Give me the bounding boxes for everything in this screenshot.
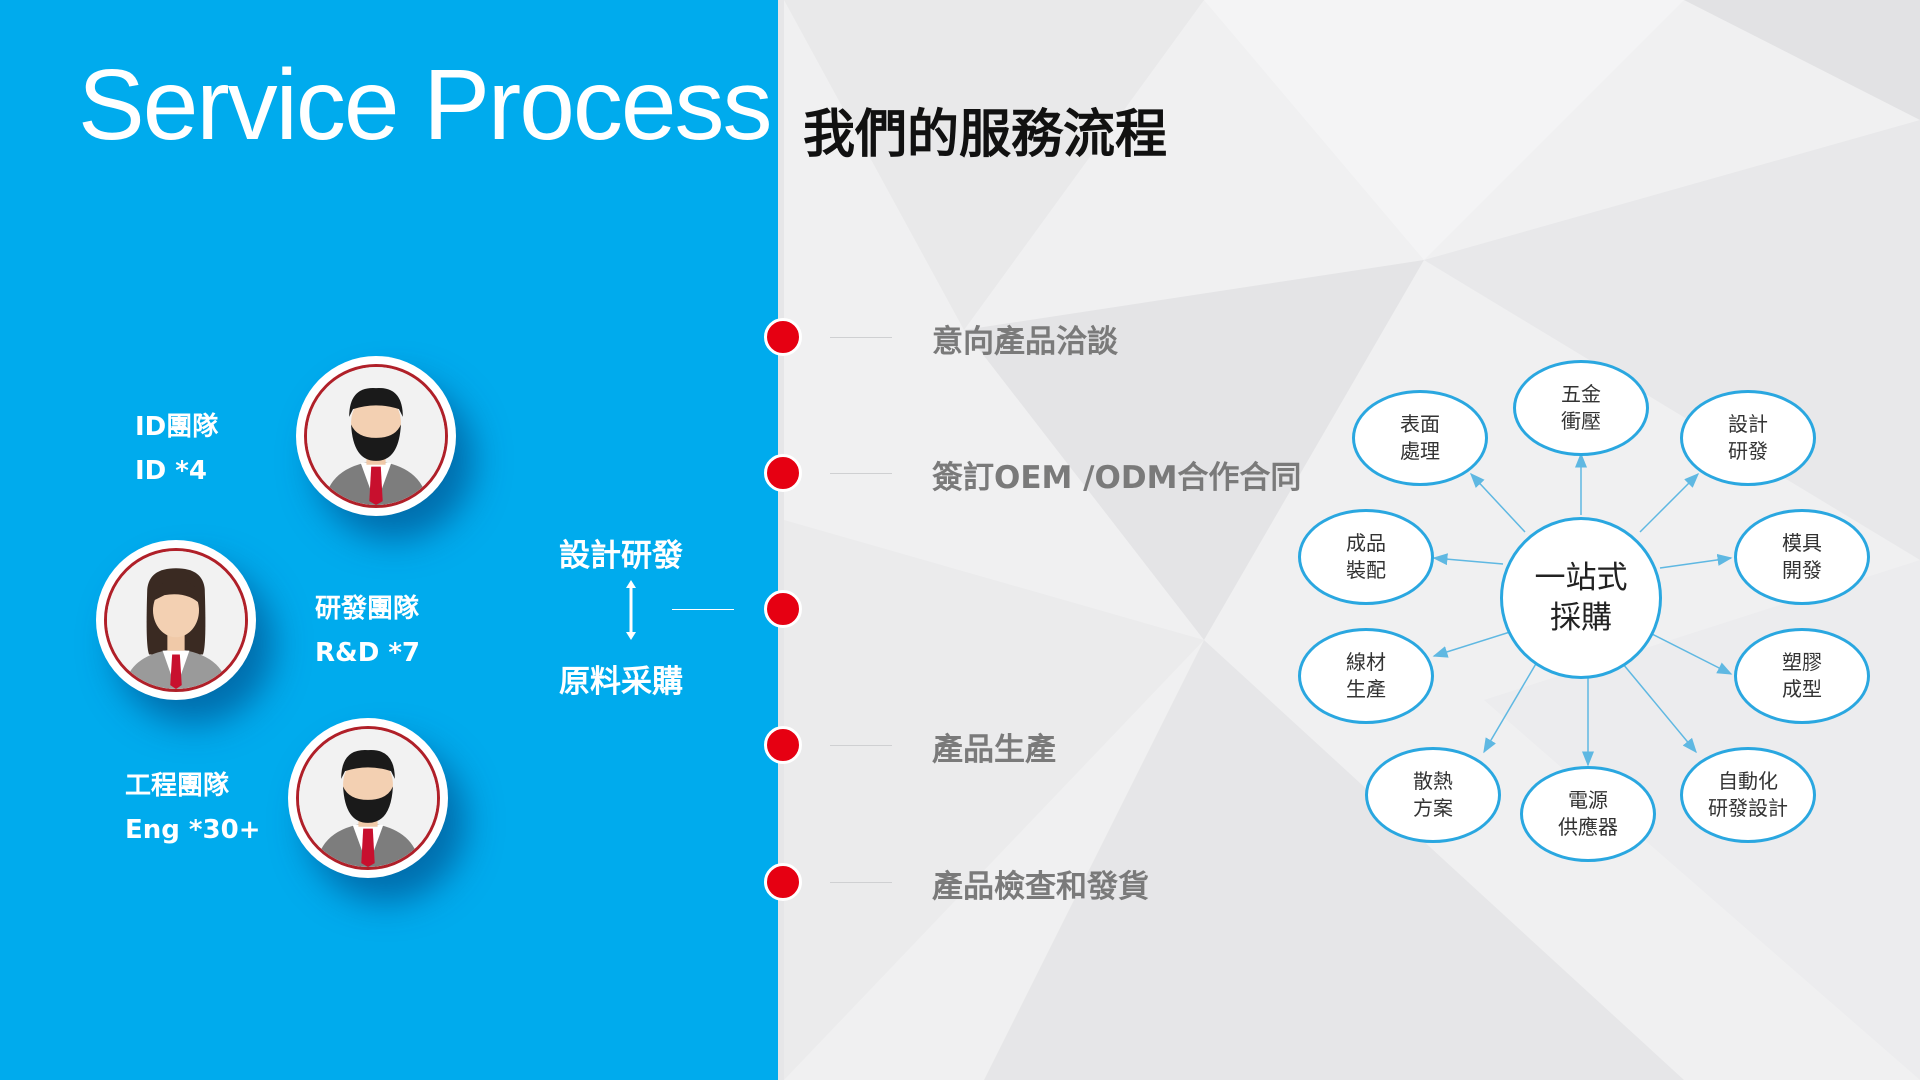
tie-icon — [369, 466, 383, 505]
node-product-assembly: 成品裝配 — [1298, 509, 1434, 605]
left-blue-panel — [0, 0, 778, 1080]
node-line2: 方案 — [1413, 796, 1453, 820]
material-purchase-label: 原料采購 — [559, 664, 683, 700]
node-mold-development: 模具開發 — [1734, 509, 1870, 605]
design-rd-label: 設計研發 — [559, 538, 683, 574]
team-name-id: ID團隊 — [135, 412, 219, 442]
node-metal-stamping: 五金衝壓 — [1513, 360, 1649, 456]
node-automation-rd: 自動化研發設計 — [1680, 747, 1816, 843]
node-line2: 成型 — [1782, 677, 1822, 701]
timeline-dot — [764, 318, 802, 356]
team-count-eng: Eng *30+ — [125, 815, 261, 845]
male-person-icon — [299, 729, 437, 867]
team-name-eng: 工程團隊 — [125, 771, 230, 801]
team-count-id: ID *4 — [135, 456, 207, 486]
avatar-id-team — [296, 356, 456, 516]
node-plastic-molding: 塑膠成型 — [1734, 628, 1870, 724]
node-line1: 模具 — [1782, 531, 1822, 555]
node-design-rd: 設計研發 — [1680, 390, 1816, 486]
node-line1: 表面 — [1400, 412, 1440, 436]
node-line1: 電源 — [1568, 788, 1608, 812]
node-line1: 散熱 — [1413, 769, 1453, 793]
node-wire-production: 線材生產 — [1298, 628, 1434, 724]
timeline-dot — [764, 863, 802, 901]
node-line2: 開發 — [1782, 558, 1822, 582]
node-line2: 裝配 — [1346, 558, 1386, 582]
hub-line1: 一站式 — [1534, 559, 1628, 596]
tie-icon — [170, 654, 182, 689]
node-line2: 研發設計 — [1708, 796, 1788, 820]
team-count-rd: R&D *7 — [315, 638, 421, 668]
node-line1: 自動化 — [1718, 769, 1778, 793]
avatar-rd-team — [96, 540, 256, 700]
step-label-production: 產品生產 — [932, 732, 1056, 768]
node-line2: 處理 — [1400, 439, 1440, 463]
node-line2: 生產 — [1346, 677, 1386, 701]
step-connector — [830, 473, 892, 474]
timeline-dot — [764, 590, 802, 628]
node-line1: 塑膠 — [1782, 650, 1822, 674]
node-line1: 線材 — [1346, 650, 1386, 674]
hub-line2: 採購 — [1550, 600, 1612, 636]
double-arrow-icon — [626, 580, 636, 640]
one-stop-procurement-hub: 一站式 採購 — [1500, 517, 1662, 679]
female-person-icon — [107, 551, 245, 689]
node-line2: 研發 — [1728, 439, 1768, 463]
panel-divider — [778, 0, 784, 1080]
node-line2: 供應器 — [1558, 815, 1618, 839]
node-line1: 五金 — [1561, 382, 1601, 406]
male-person-icon — [307, 367, 445, 505]
timeline-dot — [764, 454, 802, 492]
tie-icon — [361, 828, 375, 867]
node-line1: 設計 — [1728, 412, 1768, 436]
step-connector — [830, 745, 892, 746]
center-connector — [672, 609, 734, 610]
step-label-inquiry: 意向產品洽談 — [932, 324, 1118, 360]
page-title-chinese: 我們的服務流程 — [803, 105, 1168, 165]
node-power-supply: 電源供應器 — [1520, 766, 1656, 862]
page-title-english: Service Process — [78, 49, 772, 161]
timeline-dot — [764, 726, 802, 764]
node-thermal-solution: 散熱方案 — [1365, 747, 1501, 843]
avatar-eng-team — [288, 718, 448, 878]
step-label-inspection: 產品檢查和發貨 — [932, 869, 1149, 905]
step-connector — [830, 882, 892, 883]
node-line1: 成品 — [1346, 531, 1386, 555]
node-line2: 衝壓 — [1561, 409, 1601, 433]
node-surface-treatment: 表面處理 — [1352, 390, 1488, 486]
step-connector — [830, 337, 892, 338]
team-name-rd: 研發團隊 — [315, 594, 420, 624]
step-label-contract: 簽訂OEM /ODM合作合同 — [932, 460, 1302, 496]
